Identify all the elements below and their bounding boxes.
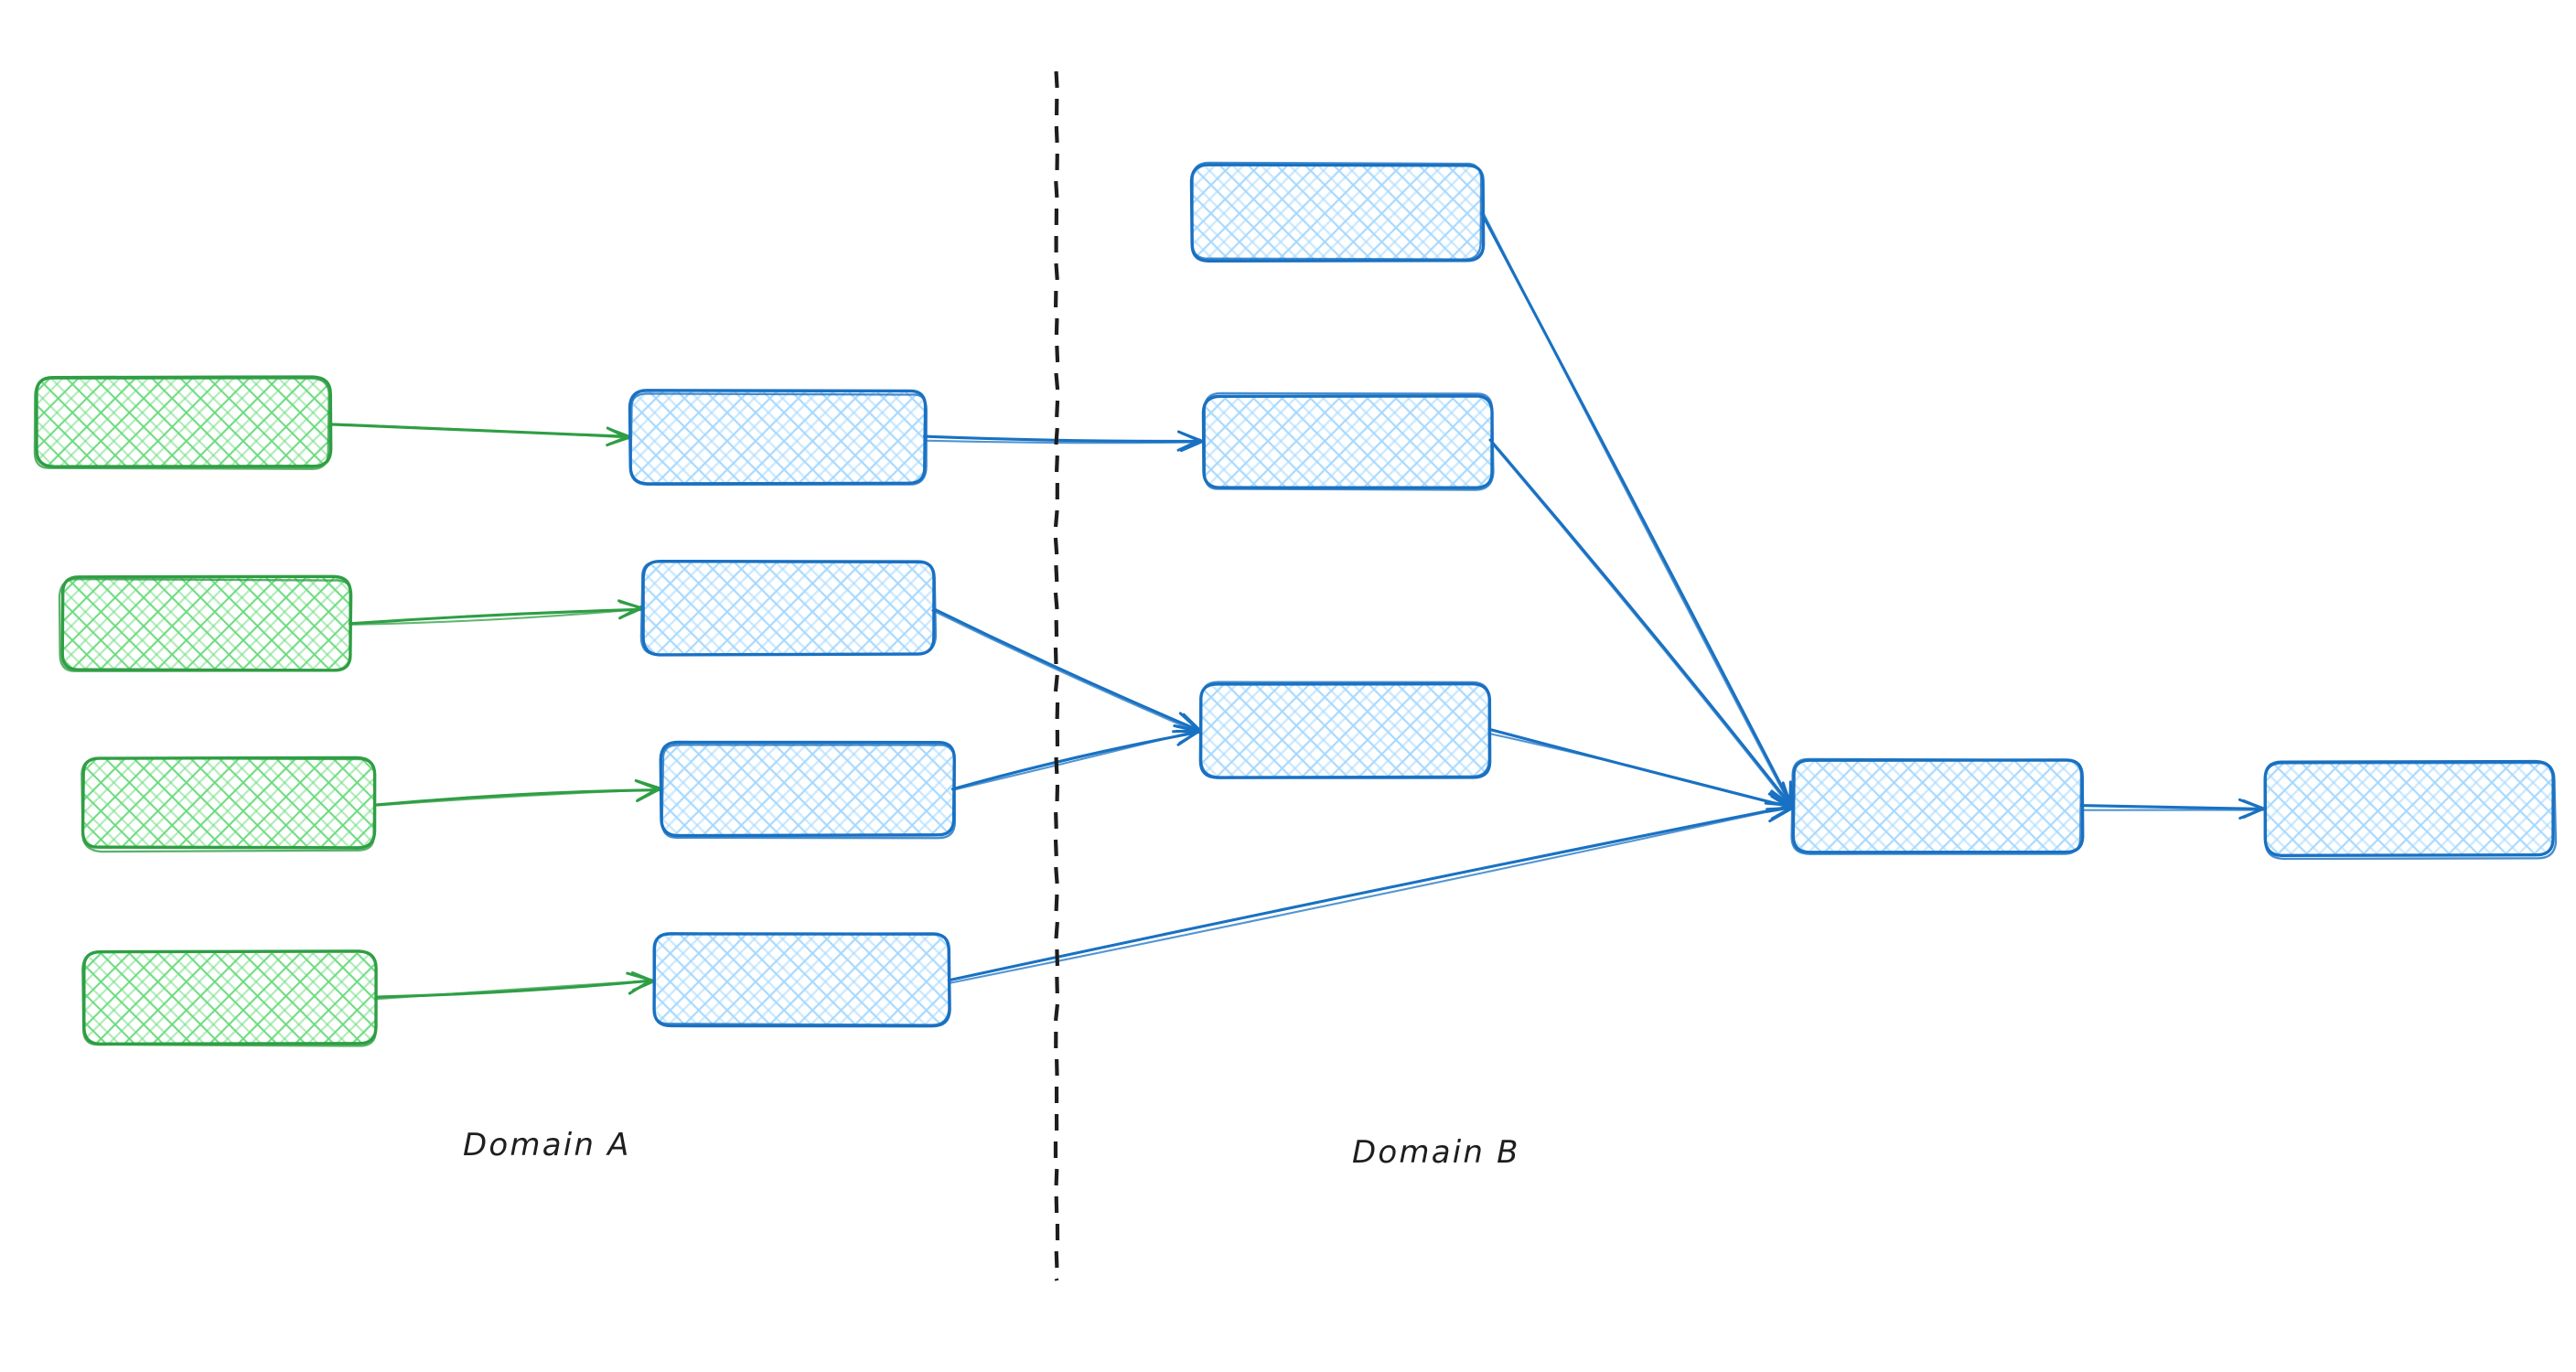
- node-outline-alt-b1: [629, 392, 928, 487]
- node-fill-b3: [660, 743, 953, 836]
- node-fill-b4: [654, 935, 950, 1026]
- node-fill-a1: [37, 378, 331, 467]
- edge-line: [932, 607, 1199, 732]
- edge-d1-e1: [2079, 798, 2266, 820]
- node-outline-alt-c1: [1191, 161, 1483, 261]
- node-e1[interactable]: [2263, 759, 2558, 861]
- node-fill-a2: [62, 578, 351, 670]
- node-outline-alt-b2: [639, 560, 938, 656]
- edge-line: [1491, 442, 1793, 809]
- node-a1[interactable]: [33, 375, 333, 470]
- node-outline-alt-a1: [33, 377, 330, 470]
- arrow-head: [617, 599, 643, 620]
- divider-dash: [1054, 427, 1059, 445]
- domain-divider: [1053, 70, 1060, 1281]
- edge-line: [948, 805, 1793, 984]
- edge-line: [1488, 438, 1794, 809]
- arrow-head: [1173, 724, 1201, 746]
- divider-dash: [1054, 263, 1059, 281]
- arrow-head: [1176, 430, 1204, 453]
- edge-c1-d1: [1480, 211, 1794, 809]
- node-a4[interactable]: [81, 949, 378, 1047]
- edge-b3-c3: [950, 724, 1201, 791]
- node-fill-a3: [82, 757, 375, 849]
- node-b3[interactable]: [659, 740, 957, 840]
- node-fill-c2: [1203, 395, 1492, 488]
- edge-b4-d1: [947, 800, 1794, 984]
- arrow-head: [634, 778, 661, 803]
- arrow-head: [606, 426, 631, 447]
- node-outline-alt-a4: [81, 950, 378, 1047]
- edges-layer: [329, 211, 2266, 1001]
- node-outline-alt-b4: [652, 932, 950, 1026]
- divider-dash: [1054, 811, 1058, 830]
- divider-dash: [1053, 592, 1059, 610]
- node-fill-b1: [631, 391, 926, 483]
- node-outline-alt-c2: [1203, 391, 1495, 491]
- divider-layer: [1053, 70, 1060, 1281]
- edge-line: [952, 729, 1198, 791]
- edge-c3-d1: [1487, 727, 1794, 813]
- node-outline-alt-a3: [80, 756, 376, 853]
- edge-a3-b3: [373, 778, 661, 807]
- edge-line: [1482, 212, 1792, 808]
- edge-a2-b2: [348, 599, 644, 626]
- edge-line: [922, 434, 1202, 444]
- edge-line: [349, 607, 644, 626]
- divider-dash: [1054, 372, 1060, 391]
- node-b4[interactable]: [652, 932, 951, 1028]
- node-c3[interactable]: [1198, 681, 1492, 779]
- divider-dash: [1053, 1003, 1060, 1022]
- arrow-head: [626, 971, 655, 995]
- edge-a4-b4: [374, 971, 655, 1001]
- edge-line: [923, 439, 1203, 445]
- edge-line: [1489, 733, 1791, 809]
- edge-b1-c2: [922, 430, 1204, 453]
- edge-a1-b1: [329, 423, 632, 447]
- node-a2[interactable]: [58, 574, 353, 672]
- domain-a-label: Domain A: [463, 1127, 631, 1163]
- arrow-head: [2238, 798, 2266, 820]
- divider-dash: [1053, 537, 1059, 555]
- node-fill-c1: [1192, 165, 1483, 260]
- nodes-layer: [33, 161, 2558, 1047]
- edge-line: [348, 607, 643, 626]
- node-c2[interactable]: [1201, 391, 1495, 491]
- node-b1[interactable]: [628, 389, 928, 487]
- node-outline-alt-d1: [1790, 757, 2083, 855]
- divider-dash: [1054, 866, 1059, 884]
- arrow-head: [1172, 712, 1201, 734]
- node-fill-d1: [1793, 761, 2082, 852]
- edge-line: [329, 423, 632, 439]
- node-fill-b2: [643, 563, 934, 654]
- node-d1[interactable]: [1790, 757, 2085, 855]
- edge-b2-c3: [931, 607, 1201, 734]
- divider-dash: [1053, 509, 1059, 528]
- arrow-head: [1766, 790, 1794, 813]
- node-b2[interactable]: [639, 559, 938, 657]
- node-fill-e1: [2265, 761, 2554, 856]
- domain-b-label: Domain B: [1352, 1134, 1520, 1171]
- edge-line: [947, 805, 1792, 982]
- node-c1[interactable]: [1189, 161, 1486, 263]
- divider-dash: [1054, 564, 1059, 583]
- node-fill-a4: [84, 953, 377, 1045]
- divider-dash: [1053, 839, 1058, 857]
- node-a3[interactable]: [80, 756, 377, 853]
- edge-line: [373, 788, 660, 807]
- node-outline-alt-e1: [2264, 762, 2558, 861]
- divider-dash: [1054, 180, 1059, 198]
- node-fill-c3: [1200, 684, 1489, 777]
- edge-line: [374, 980, 652, 1001]
- node-outline-alt-b3: [660, 744, 957, 840]
- edge-line: [2079, 804, 2264, 811]
- edge-c2-d1: [1488, 438, 1794, 809]
- edge-line: [931, 609, 1199, 734]
- node-outline-alt-a2: [58, 577, 353, 672]
- divider-dash: [1053, 674, 1059, 692]
- node-outline-alt-c3: [1200, 681, 1490, 778]
